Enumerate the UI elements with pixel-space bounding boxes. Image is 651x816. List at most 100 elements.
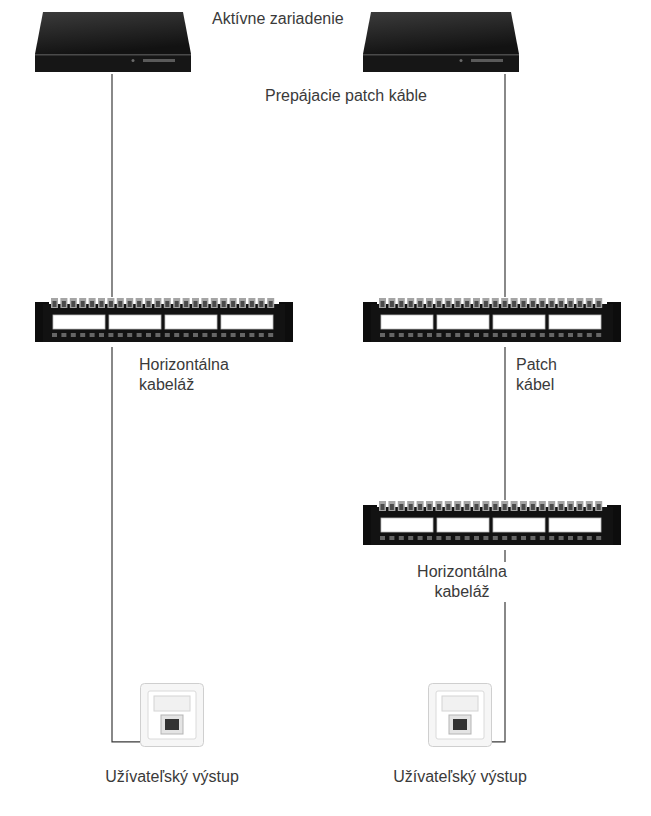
- panel-port: [473, 501, 480, 511]
- panel-port: [239, 298, 246, 308]
- panel-tick: [436, 536, 441, 540]
- panel-label-strip: [381, 518, 433, 532]
- panel-tick: [587, 536, 592, 540]
- panel-tick: [521, 333, 526, 337]
- panel-tick: [418, 536, 423, 540]
- panel-port-inner: [559, 301, 563, 307]
- panel-port: [136, 298, 143, 308]
- panel-port: [426, 298, 433, 308]
- panel-tick: [408, 333, 413, 337]
- panel-port-inner: [475, 301, 479, 307]
- panel-port: [398, 501, 405, 511]
- panel-tick: [446, 536, 451, 540]
- panel-port-inner: [184, 301, 188, 307]
- panel-port-inner: [465, 504, 469, 510]
- panel-port: [407, 298, 414, 308]
- panel-tick: [502, 333, 507, 337]
- panel-tick: [118, 333, 123, 337]
- panel-port: [511, 298, 518, 308]
- outlet-frame: [429, 684, 492, 747]
- panel-port-inner: [493, 504, 497, 510]
- panel-label-strip: [437, 518, 489, 532]
- panel-tick: [596, 536, 601, 540]
- panel-tick: [427, 536, 432, 540]
- panel-port-inner: [531, 301, 535, 307]
- panel-port-inner: [212, 301, 216, 307]
- panel-port: [539, 501, 546, 511]
- panel-port-inner: [269, 301, 273, 307]
- panel-tick: [193, 333, 198, 337]
- panel-tick: [530, 333, 535, 337]
- panel-port-inner: [493, 301, 497, 307]
- panel-port-inner: [71, 301, 75, 307]
- outlet-port-frame: [161, 715, 183, 734]
- panel-label-strip: [53, 315, 105, 329]
- panel-port-inner: [62, 301, 66, 307]
- panel-tick: [465, 536, 470, 540]
- panel-port-inner: [550, 301, 554, 307]
- panel-port-inner: [475, 504, 479, 510]
- panel-port-inner: [250, 301, 254, 307]
- cable-label: Horizontálna kabeláž: [408, 562, 516, 602]
- panel-port-inner: [222, 301, 226, 307]
- outlet-shape: [428, 683, 492, 747]
- device-badge: [471, 59, 503, 62]
- panel-port: [51, 298, 58, 308]
- panel-port-inner: [194, 301, 198, 307]
- panel-tick: [165, 333, 170, 337]
- panel-tick: [436, 333, 441, 337]
- panel-label-strip: [437, 315, 489, 329]
- panel-port-inner: [456, 504, 460, 510]
- device-top: [35, 12, 191, 54]
- outlet-frame: [141, 684, 204, 747]
- panel-port: [89, 298, 96, 308]
- panel-port-inner: [446, 301, 450, 307]
- panel-shape: [363, 500, 621, 550]
- panel-tick: [521, 536, 526, 540]
- panel-tick: [512, 333, 517, 337]
- panel-port: [482, 501, 489, 511]
- panel-port: [464, 298, 471, 308]
- panel-port-inner: [512, 504, 516, 510]
- panel-port: [492, 298, 499, 308]
- panel-tick: [146, 333, 151, 337]
- panel-port-inner: [484, 301, 488, 307]
- panel-tick: [568, 536, 573, 540]
- panel-tick: [389, 333, 394, 337]
- panel-port-inner: [241, 301, 245, 307]
- panel-tick: [596, 333, 601, 337]
- panel-port: [388, 501, 395, 511]
- panel-tick: [493, 536, 498, 540]
- panel-port: [445, 298, 452, 308]
- panel-port-inner: [597, 301, 601, 307]
- panel-port-inner: [587, 301, 591, 307]
- panel-port-inner: [399, 504, 403, 510]
- user-outlet: Užívateľský výstup: [87, 683, 257, 786]
- panel-port-inner: [522, 504, 526, 510]
- panel-port: [398, 298, 405, 308]
- outlet-plate: [148, 691, 196, 739]
- cable-line: [111, 74, 112, 297]
- panel-tick: [474, 536, 479, 540]
- panel-tick: [155, 333, 160, 337]
- panel-port: [230, 298, 237, 308]
- panel-port: [576, 501, 583, 511]
- panel-port: [98, 298, 105, 308]
- device-shape: [35, 8, 191, 74]
- panel-port-inner: [456, 301, 460, 307]
- cable-label: Horizontálna kabeláž: [137, 355, 245, 395]
- panel-port-inner: [381, 301, 385, 307]
- panel-port: [548, 501, 555, 511]
- panel-port-inner: [578, 301, 582, 307]
- panel-port: [183, 298, 190, 308]
- panel-port: [258, 298, 265, 308]
- panel-label-strip: [549, 315, 601, 329]
- panel-tick: [455, 333, 460, 337]
- panel-tick: [268, 333, 273, 337]
- panel-port-inner: [390, 301, 394, 307]
- panel-port: [492, 501, 499, 511]
- panel-port: [107, 298, 114, 308]
- panel-port: [267, 298, 274, 308]
- panel-port-inner: [437, 504, 441, 510]
- panel-port-inner: [259, 301, 263, 307]
